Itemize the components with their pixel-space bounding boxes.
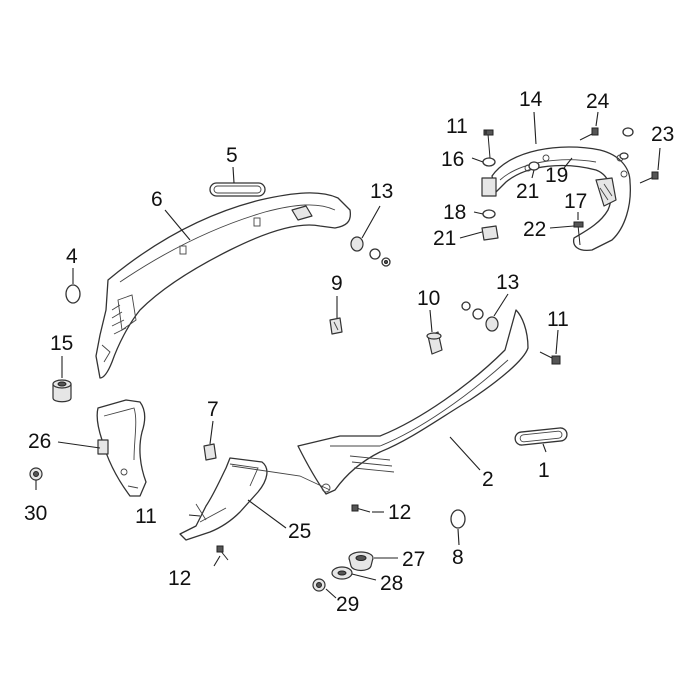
part-15-rubber-bush [52, 379, 72, 403]
callout-23: 23 [651, 123, 674, 146]
callout-10: 10 [417, 287, 440, 310]
callout-29: 29 [336, 593, 359, 616]
part-21-nut-lower [481, 225, 499, 241]
callout-30: 30 [24, 502, 47, 525]
callout-28: 28 [380, 572, 403, 595]
part-9-clip [329, 317, 343, 335]
part-7-clip [203, 443, 217, 461]
part-30-nut [29, 467, 43, 481]
callout-11-right: 11 [547, 308, 569, 331]
part-13-bush-lower [461, 301, 499, 332]
callout-26: 26 [28, 430, 51, 453]
callout-13-upper: 13 [370, 180, 393, 203]
part-14-grab-rail [491, 146, 631, 252]
part-16-washer [482, 157, 496, 167]
callout-11-left: 11 [135, 505, 157, 528]
part-11-screw-left [195, 503, 207, 521]
part-12-screw-center [351, 504, 371, 513]
callout-7: 7 [207, 398, 219, 421]
part-28-washer [331, 566, 353, 580]
part-22-screw [573, 221, 584, 246]
callout-11-top: 11 [446, 115, 468, 138]
callout-27: 27 [402, 548, 425, 571]
callout-8: 8 [452, 546, 464, 569]
callout-5: 5 [226, 144, 238, 167]
callout-labels: 1 2 4 5 6 7 8 9 10 11 11 11 12 12 13 13 … [24, 88, 674, 616]
part-8-o-ring [450, 509, 466, 529]
part-10-push-fastener [426, 331, 443, 355]
callout-15: 15 [50, 332, 73, 355]
part-27-grommet [348, 551, 374, 572]
callout-21-upper: 21 [516, 180, 539, 203]
part-29-nut [312, 578, 326, 592]
callout-18: 18 [443, 201, 466, 224]
part-1-reflector [514, 427, 568, 446]
part-18-washer [482, 209, 496, 219]
callout-1: 1 [538, 459, 550, 482]
part-6-upper-side-cover [95, 192, 352, 379]
callout-2: 2 [482, 468, 494, 491]
callout-22: 22 [523, 218, 546, 241]
callout-21-lower: 21 [433, 227, 456, 250]
part-11-bolt-top [483, 129, 494, 159]
part-13-bush-upper [350, 236, 391, 267]
callout-25: 25 [288, 520, 311, 543]
part-spacer [481, 177, 497, 197]
part-5-reflector [209, 182, 266, 197]
part-21-washer-upper [528, 161, 540, 171]
part-24-bolt [579, 127, 599, 141]
part-26-inner-panel [96, 399, 147, 497]
part-19-washer [619, 127, 634, 160]
part-11-screw-right [539, 351, 561, 365]
part-4-o-ring [65, 284, 81, 304]
part-25-lower-bracket [179, 457, 331, 541]
callout-6: 6 [151, 188, 163, 211]
callout-4: 4 [66, 245, 78, 268]
callout-24: 24 [586, 90, 610, 113]
callout-14: 14 [519, 88, 543, 111]
leader-lines [35, 111, 661, 599]
callout-12-center: 12 [388, 501, 411, 524]
callout-16: 16 [441, 148, 464, 171]
part-12-screw-left [216, 545, 229, 561]
callout-13-lower: 13 [496, 271, 519, 294]
part-2-lower-side-cover [297, 309, 529, 495]
part-23-bolt [639, 171, 659, 184]
callout-9: 9 [331, 272, 343, 295]
callout-17: 17 [564, 190, 587, 213]
callout-19: 19 [545, 164, 568, 187]
callout-12-left: 12 [168, 567, 191, 590]
